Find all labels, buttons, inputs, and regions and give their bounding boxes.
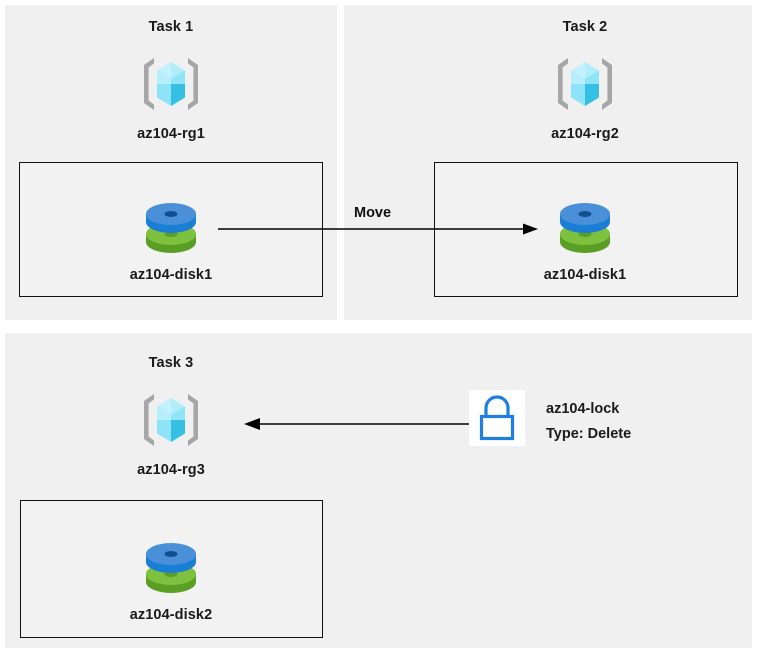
lock-icon <box>469 390 525 446</box>
task-2-resource-group-label: az104-rg2 <box>551 126 619 142</box>
move-arrow <box>218 223 538 235</box>
resource-group-icon <box>140 53 202 115</box>
move-arrow-label: Move <box>354 205 392 221</box>
lock-arrow <box>244 418 472 430</box>
task-1-resource-label: az104-disk1 <box>129 267 213 283</box>
lock-type-label: Type: Delete <box>546 426 632 442</box>
task-3-resource-label: az104-disk2 <box>129 607 213 623</box>
resource-group-icon <box>140 389 202 451</box>
task-2-resource-label: az104-disk1 <box>543 267 627 283</box>
managed-disk-icon <box>554 195 616 257</box>
managed-disk-icon <box>140 535 202 597</box>
lock-name-label: az104-lock <box>546 401 620 417</box>
task-1-title: Task 1 <box>148 19 194 35</box>
task-2-title: Task 2 <box>562 19 608 35</box>
resource-group-icon <box>554 53 616 115</box>
task-3-title: Task 3 <box>148 355 194 371</box>
task-3-resource-group-label: az104-rg3 <box>137 462 205 478</box>
task-1-resource-group-label: az104-rg1 <box>137 126 205 142</box>
managed-disk-icon <box>140 195 202 257</box>
